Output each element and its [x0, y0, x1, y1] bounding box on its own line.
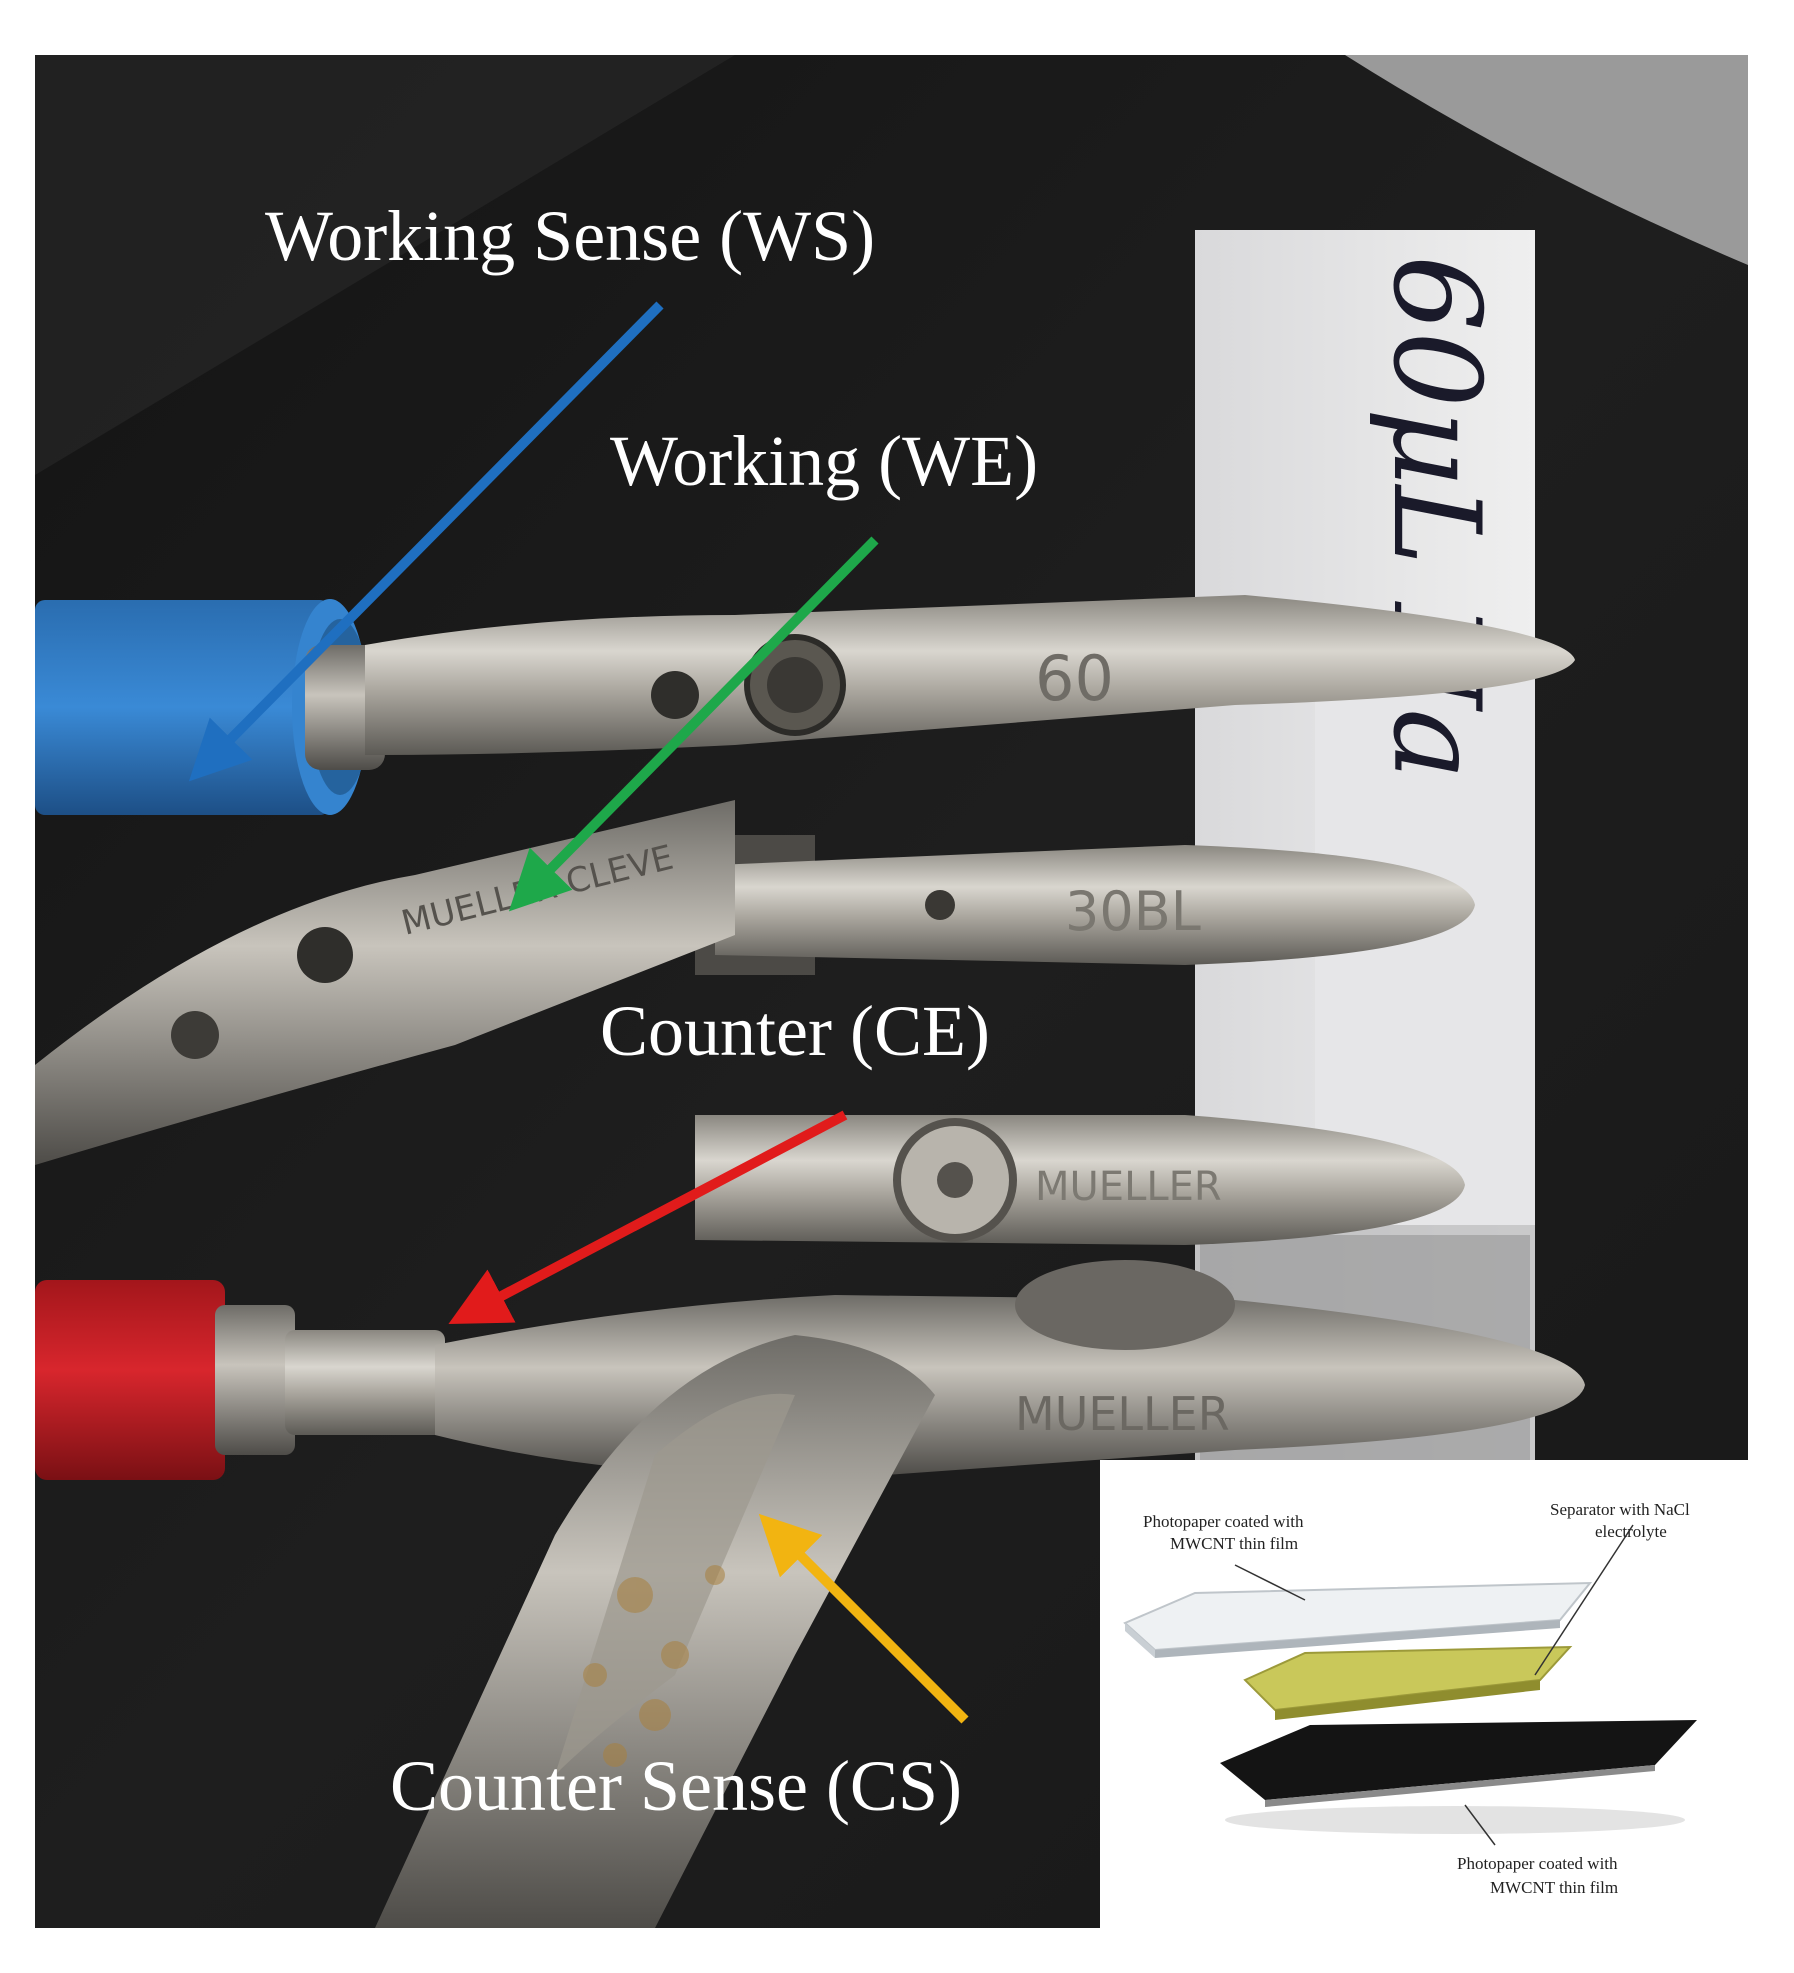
clip-ce: MUELLER: [695, 1115, 1465, 1245]
label-counter-sense: Counter Sense (CS): [390, 1746, 962, 1826]
clip-stamp-30bl: 30BL: [1065, 880, 1201, 943]
ce-arrow: [448, 1110, 848, 1324]
clip-ws-60: 60: [365, 595, 1575, 755]
clip-stamp-60: 60: [1035, 642, 1114, 715]
light-sheen: [35, 55, 735, 475]
label-working-sense: Working Sense (WS): [265, 196, 875, 276]
inset-layer-diagram: Photopaper coated with MWCNT thin film S…: [1100, 1460, 1748, 1928]
clip-cs-diagonal: [375, 1335, 935, 1928]
electrode-clip-photo: 60μL Na 60 30BL MUELLER CLEVE MUELLER: [35, 55, 1748, 1928]
inset-top-left-line1: Photopaper coated with: [1143, 1512, 1304, 1531]
label-counter: Counter (CE): [600, 991, 990, 1071]
we-arrow: [508, 536, 879, 912]
ws-arrow: [188, 301, 664, 782]
inset-bottom-line1: Photopaper coated with: [1457, 1854, 1618, 1873]
red-lead-sleeve: [35, 1280, 445, 1480]
clip-30bl: 30BL: [695, 835, 1475, 975]
inset-top-right-line2: electrolyte: [1595, 1522, 1667, 1541]
handwritten-label: 60μL Na: [1366, 255, 1505, 780]
inset-top-left-line2: MWCNT thin film: [1170, 1534, 1298, 1553]
grey-corner-surface: [1345, 55, 1748, 265]
clip-stamp-mueller-ce: MUELLER: [1035, 1164, 1222, 1210]
clip-stamp-mueller-big: MUELLER: [1015, 1387, 1230, 1441]
label-working: Working (WE): [610, 421, 1038, 501]
inset-top-right-line1: Separator with NaCl: [1550, 1500, 1690, 1519]
inset-bottom-line2: MWCNT thin film: [1490, 1878, 1618, 1897]
cs-arrow: [758, 1513, 969, 1724]
